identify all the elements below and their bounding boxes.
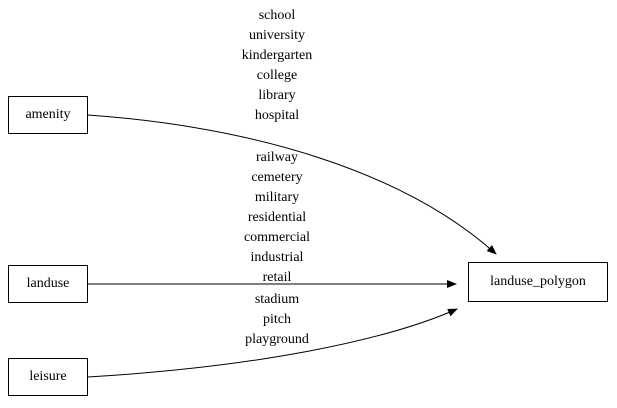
edge-label-line: school <box>258 8 296 23</box>
edge-labels-landuse: railway cemetery military residential co… <box>192 148 362 288</box>
edge-leisure-landuse-polygon <box>87 308 458 378</box>
node-amenity-label: amenity <box>25 107 71 122</box>
edge-label-line: kindergarten <box>241 48 313 63</box>
edge-label-line: pitch <box>263 312 291 327</box>
edge-label-line: cemetery <box>251 170 303 185</box>
edge-label-line: industrial <box>250 250 304 265</box>
edge-label-line: playground <box>245 332 309 347</box>
edge-label-line: retail <box>262 270 292 285</box>
edge-labels-leisure: stadium pitch playground <box>192 290 362 350</box>
node-leisure: leisure <box>8 358 88 396</box>
edge-label-line: stadium <box>254 292 300 307</box>
edge-label-line: hospital <box>254 108 300 123</box>
edge-label-line: college <box>256 68 298 83</box>
edge-label-line: university <box>249 28 305 43</box>
node-landuse-label: landuse <box>26 276 70 291</box>
node-landuse: landuse <box>8 265 88 303</box>
edge-label-line: residential <box>247 210 307 225</box>
node-landuse-polygon: landuse_polygon <box>468 262 608 302</box>
edge-label-line: commercial <box>243 230 311 245</box>
node-landuse-polygon-label: landuse_polygon <box>490 274 586 289</box>
edge-label-line: military <box>254 190 300 205</box>
edge-label-line: railway <box>256 150 298 165</box>
edge-label-line: library <box>258 88 296 103</box>
node-amenity: amenity <box>8 96 88 134</box>
edge-labels-amenity: school university kindergarten college l… <box>192 6 362 126</box>
edge-amenity-landuse-polygon <box>87 114 497 255</box>
node-leisure-label: leisure <box>29 369 67 384</box>
